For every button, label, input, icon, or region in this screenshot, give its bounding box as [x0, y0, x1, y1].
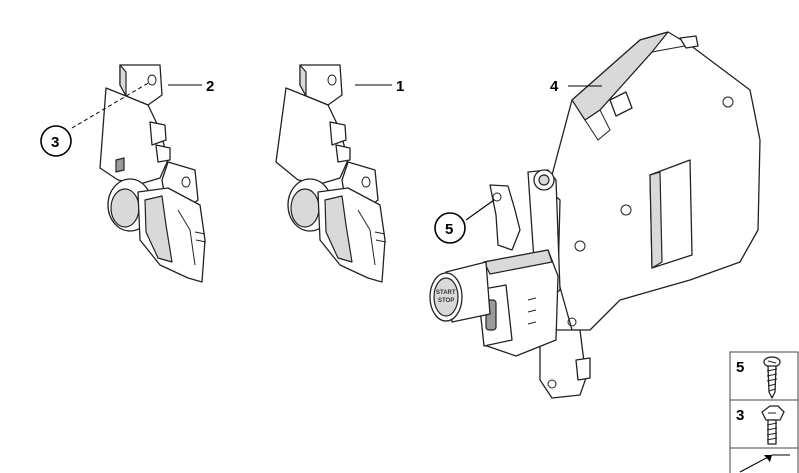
bolt-icon — [761, 405, 785, 445]
legend-number-5: 5 — [736, 359, 744, 376]
callout-5-circle: 5 — [434, 212, 466, 244]
callout-1: 1 — [396, 78, 404, 95]
part-1-switch-assembly — [275, 64, 387, 283]
callout-3-circle: 3 — [40, 125, 72, 157]
callout-3: 3 — [51, 134, 59, 151]
arrow-icon — [739, 454, 790, 473]
legend-number-3: 3 — [736, 407, 744, 424]
callout-5: 5 — [445, 221, 453, 238]
callout-4: 4 — [550, 78, 559, 95]
callout-2: 2 — [206, 78, 214, 95]
screw-icon — [763, 356, 781, 399]
fastener-legend: 5 3 — [729, 351, 799, 473]
leader-lines — [71, 81, 602, 221]
part-2-switch-assembly — [99, 64, 207, 283]
start-label: START — [436, 290, 456, 296]
stop-label: STOP — [438, 298, 454, 304]
part-4-control-housing: START STOP — [429, 31, 761, 399]
